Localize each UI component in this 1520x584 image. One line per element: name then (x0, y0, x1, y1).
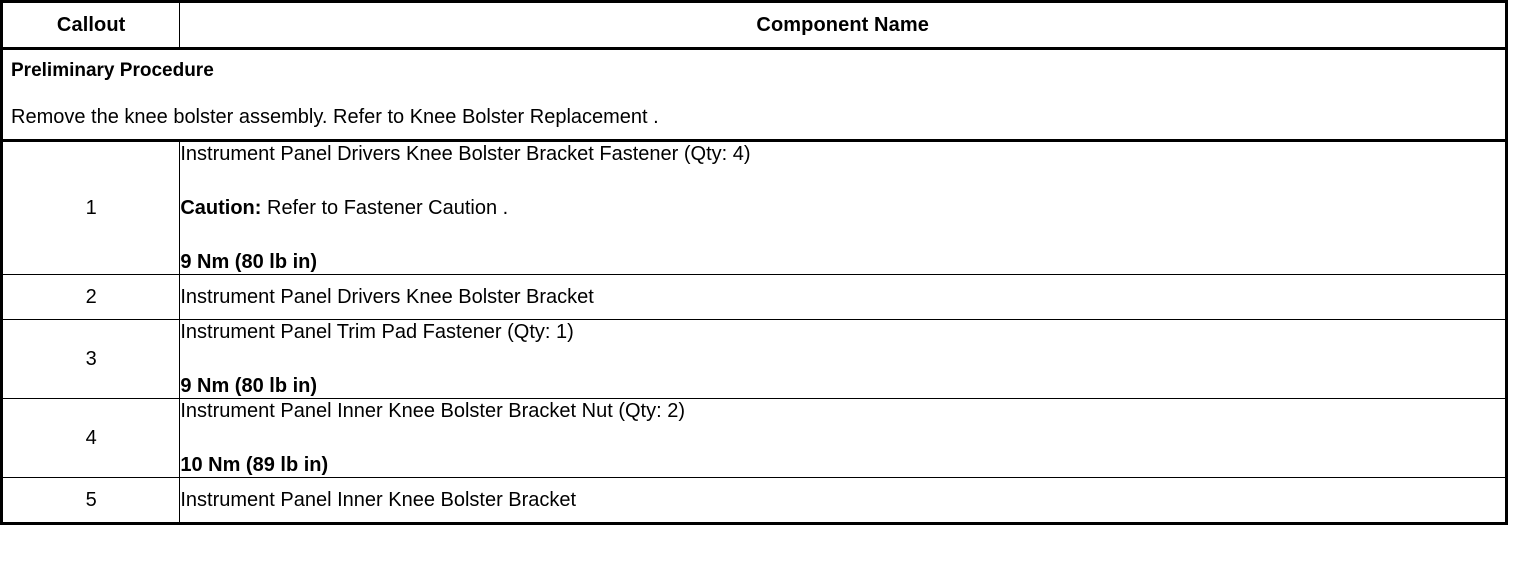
callout-number: 3 (0, 319, 181, 399)
column-header-component-name-label: Component Name (756, 14, 929, 36)
component-name-line: Instrument Panel Inner Knee Bolster Brac… (180, 400, 686, 422)
component-name-cell: Instrument Panel Inner Knee Bolster Brac… (179, 398, 1507, 478)
callout-number: 1 (0, 140, 181, 275)
column-header-callout: Callout (0, 1, 181, 50)
preliminary-procedure-text: Remove the knee bolster assembly. Refer … (11, 106, 659, 128)
caution-label: Caution: (180, 197, 262, 219)
table-row: 4 Instrument Panel Inner Knee Bolster Br… (0, 398, 1507, 478)
table-header-row: Callout Component Name (0, 1, 1507, 50)
component-name-line: Instrument Panel Drivers Knee Bolster Br… (180, 143, 751, 165)
callout-number: 5 (0, 477, 181, 524)
column-header-component-name: Component Name (179, 1, 1507, 50)
preliminary-procedure-row: Preliminary Procedure Remove the knee bo… (1, 48, 1507, 142)
table-row: 5 Instrument Panel Inner Knee Bolster Br… (0, 477, 1507, 524)
callout-number: 4 (0, 398, 181, 478)
table-row: 3 Instrument Panel Trim Pad Fastener (Qt… (0, 319, 1507, 399)
component-name-line: Instrument Panel Trim Pad Fastener (Qty:… (180, 321, 574, 343)
callout-number: 2 (0, 274, 181, 320)
table-row: 1 Instrument Panel Drivers Knee Bolster … (0, 140, 1507, 275)
component-name-cell: Instrument Panel Drivers Knee Bolster Br… (179, 140, 1507, 275)
caution-text: Refer to Fastener Caution . (261, 197, 509, 219)
component-name-cell: Instrument Panel Drivers Knee Bolster Br… (179, 274, 1507, 320)
component-name-cell: Instrument Panel Inner Knee Bolster Brac… (179, 477, 1507, 524)
component-name-line: Instrument Panel Inner Knee Bolster Brac… (180, 489, 577, 511)
component-callout-table: Callout Component Name Preliminary Proce… (0, 0, 1508, 525)
column-header-callout-label: Callout (56, 14, 126, 36)
preliminary-procedure-cell: Preliminary Procedure Remove the knee bo… (1, 48, 1507, 142)
component-name-line: Instrument Panel Drivers Knee Bolster Br… (180, 286, 594, 308)
preliminary-procedure-title: Preliminary Procedure (11, 60, 214, 81)
torque-spec: 9 Nm (80 lb in) (180, 375, 318, 397)
torque-spec: 9 Nm (80 lb in) (180, 251, 318, 273)
component-name-cell: Instrument Panel Trim Pad Fastener (Qty:… (179, 319, 1507, 399)
caution-line: Caution: Refer to Fastener Caution . (180, 196, 1505, 220)
torque-spec: 10 Nm (89 lb in) (180, 454, 329, 476)
table-row: 2 Instrument Panel Drivers Knee Bolster … (0, 274, 1507, 320)
